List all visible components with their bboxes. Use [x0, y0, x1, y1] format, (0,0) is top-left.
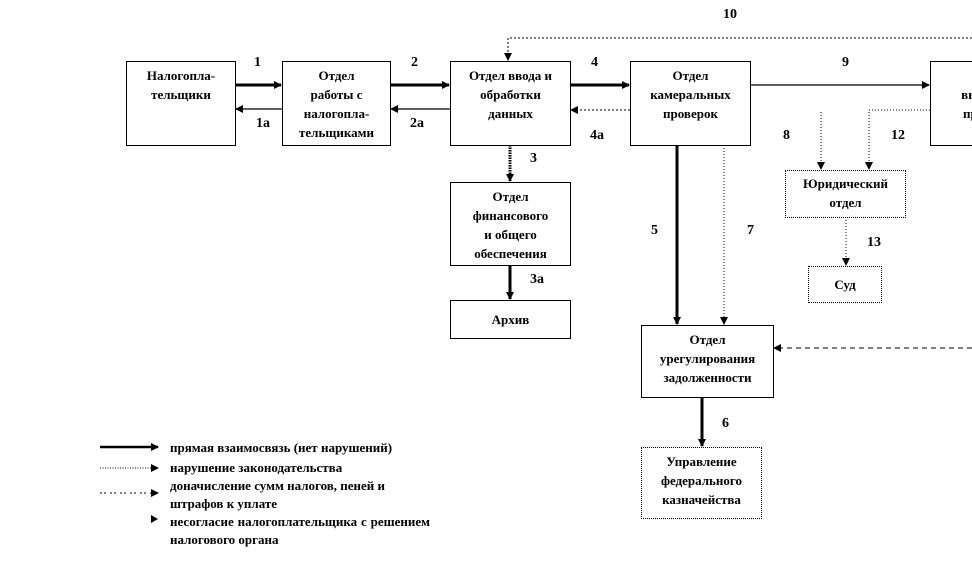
box-text: Отдел камеральных проверок [650, 68, 731, 121]
box-text: Юридический отдел [803, 176, 888, 210]
box-text: Налогопла- тельщики [146, 68, 216, 102]
label-9: 9 [842, 55, 849, 70]
legend-disagreement: несогласие налогоплательщика с решением … [170, 514, 430, 547]
box-text: Отдел урегулирования задолженности [659, 332, 756, 385]
box-field-audit: Отдел выездных проверок [930, 61, 972, 146]
label-6: 6 [722, 416, 729, 431]
arrow-12 [865, 109, 930, 170]
label-7: 7 [747, 223, 754, 238]
arrow-10 [504, 37, 972, 61]
label-12: 12 [891, 128, 905, 143]
legend-additional-charges: доначисление сумм налогов, пеней и штраф… [170, 478, 386, 511]
label-1: 1 [254, 55, 261, 70]
box-desk-audit: Отдел камеральных проверок [630, 61, 751, 146]
box-taxpayer-dept: Отдел работы с налогопла- тельщиками [282, 61, 391, 146]
label-5: 5 [651, 223, 658, 238]
box-debt: Отдел урегулирования задолженности [641, 325, 774, 398]
box-text: Архив [491, 312, 530, 327]
label-8: 8 [783, 128, 790, 143]
label-10: 10 [723, 7, 737, 22]
label-2: 2 [411, 55, 418, 70]
box-court: Суд [808, 266, 882, 303]
box-taxpayers: Налогопла- тельщики [126, 61, 236, 146]
label-2a: 2а [410, 116, 424, 131]
label-3: 3 [530, 151, 537, 166]
box-text: Суд [834, 277, 856, 292]
box-legal: Юридический отдел [785, 170, 906, 218]
box-text: Отдел финансового и общего обеспечения [472, 189, 549, 261]
box-text: Отдел ввода и обработки данных [468, 68, 553, 121]
legend-violation: нарушение законодательства [170, 460, 343, 475]
box-treasury: Управление федерального казначейства [641, 447, 762, 519]
box-data-entry: Отдел ввода и обработки данных [450, 61, 571, 146]
label-1a: 1а [256, 116, 270, 131]
legend-dashed-arrow [151, 515, 158, 523]
box-text: Отдел работы с налогопла- тельщиками [299, 68, 374, 140]
box-text: Управление федерального казначейства [660, 454, 743, 507]
box-text: Отдел выездных проверок [961, 87, 972, 121]
label-13: 13 [867, 235, 881, 250]
legend-direct: прямая взаимосвязь (нет нарушений) [170, 440, 393, 455]
label-4a: 4а [590, 128, 604, 143]
label-3a: 3а [530, 272, 544, 287]
label-4: 4 [591, 55, 598, 70]
box-archive: Архив [450, 300, 571, 339]
box-finance: Отдел финансового и общего обеспечения [450, 182, 571, 266]
